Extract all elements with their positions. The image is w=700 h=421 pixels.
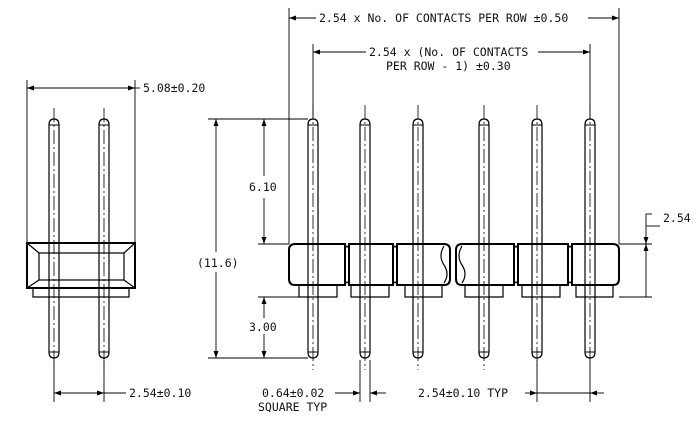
label-total-height: (11.6) [197, 256, 239, 270]
label-upper-pin-length: 6.10 [249, 180, 277, 194]
side-view: 5.08±0.20 2.54±0.10 [26, 80, 205, 402]
dim-housing-height: 2.54 [619, 211, 691, 298]
side-view-housing [26, 242, 136, 298]
front-view: 2.54 x No. OF CONTACTS PER ROW ±0.50 2.5… [197, 8, 691, 414]
label-lower-pin-length: 3.00 [249, 320, 277, 334]
label-housing-height: 2.54 [663, 211, 691, 225]
label-row-spacing: 5.08±0.20 [143, 81, 205, 95]
label-overall-length: 2.54 x No. OF CONTACTS PER ROW ±0.50 [319, 11, 568, 25]
side-view-pin-left [48, 108, 60, 370]
side-view-pin-right [98, 108, 110, 370]
dim-vertical-left: (11.6) 6.10 3.00 [197, 118, 308, 359]
dim-row-spacing: 5.08±0.20 [26, 80, 205, 243]
dim-side-pin-pitch: 2.54±0.10 [53, 360, 191, 402]
front-pin [584, 105, 596, 370]
label-pin-size-line1: 0.64±0.02 [262, 386, 324, 400]
dim-pitch-span: 2.54 x (No. OF CONTACTS PER ROW - 1) ±0.… [312, 44, 591, 119]
front-pin [307, 105, 319, 370]
front-pin [531, 105, 543, 370]
label-pin-pitch-typ: 2.54±0.10 TYP [418, 386, 508, 400]
label-pitch-span-line2: PER ROW - 1) ±0.30 [386, 59, 511, 73]
front-pin [359, 105, 371, 370]
label-pin-size-line2: SQUARE TYP [258, 400, 327, 414]
label-side-pin-pitch: 2.54±0.10 [129, 386, 191, 400]
front-pin [412, 105, 424, 370]
front-view-housing [288, 243, 620, 298]
dim-overall-length: 2.54 x No. OF CONTACTS PER ROW ±0.50 [288, 8, 620, 244]
front-pin [478, 105, 490, 370]
dim-pin-size: 0.64±0.02 SQUARE TYP [258, 360, 386, 414]
label-pitch-span-line1: 2.54 x (No. OF CONTACTS [369, 45, 528, 59]
front-view-pins [307, 105, 596, 370]
dim-pin-pitch-typ: 2.54±0.10 TYP [418, 360, 604, 402]
